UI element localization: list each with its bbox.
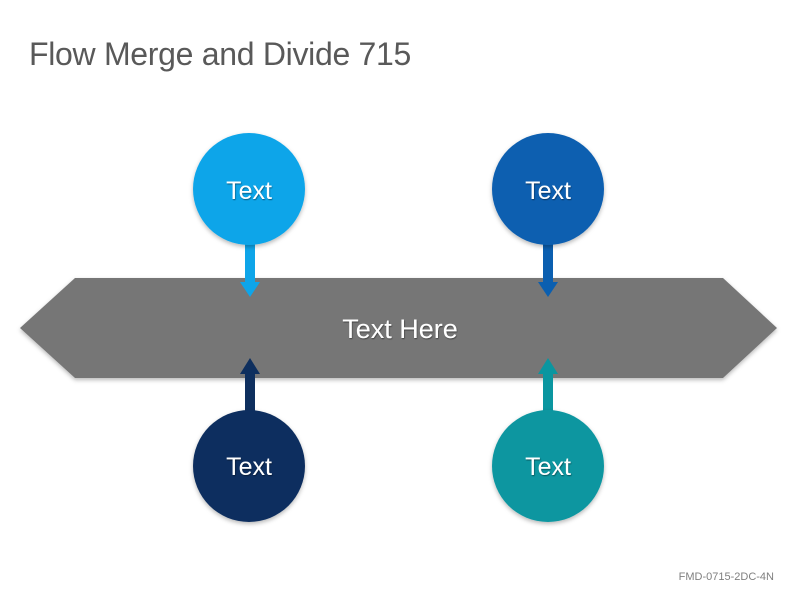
node-top-left: Text <box>193 133 305 297</box>
node-bottom-right: Text <box>492 358 604 522</box>
arrow-head-down <box>240 282 260 297</box>
node-circle <box>492 410 604 522</box>
node-label: Text <box>226 177 272 205</box>
connector-stem <box>543 372 553 418</box>
banner-label: Text Here <box>342 314 458 344</box>
node-label: Text <box>226 453 272 481</box>
node-circle <box>492 133 604 245</box>
footer-code: FMD-0715-2DC-4N <box>678 571 774 583</box>
node-bottom-left: Text <box>193 358 305 522</box>
connector-stem <box>245 238 255 284</box>
node-top-right: Text <box>492 133 604 297</box>
arrow-head-down <box>538 282 558 297</box>
node-label: Text <box>525 177 571 205</box>
node-circle <box>193 410 305 522</box>
banner-shape <box>20 278 777 378</box>
connector-stem <box>245 372 255 418</box>
arrow-head-up <box>240 358 260 374</box>
connector-stem <box>543 238 553 284</box>
central-banner: Text Here <box>20 278 777 378</box>
arrow-head-up <box>538 358 558 374</box>
page-title: Flow Merge and Divide 715 <box>29 36 412 72</box>
node-circle <box>193 133 305 245</box>
node-label: Text <box>525 453 571 481</box>
